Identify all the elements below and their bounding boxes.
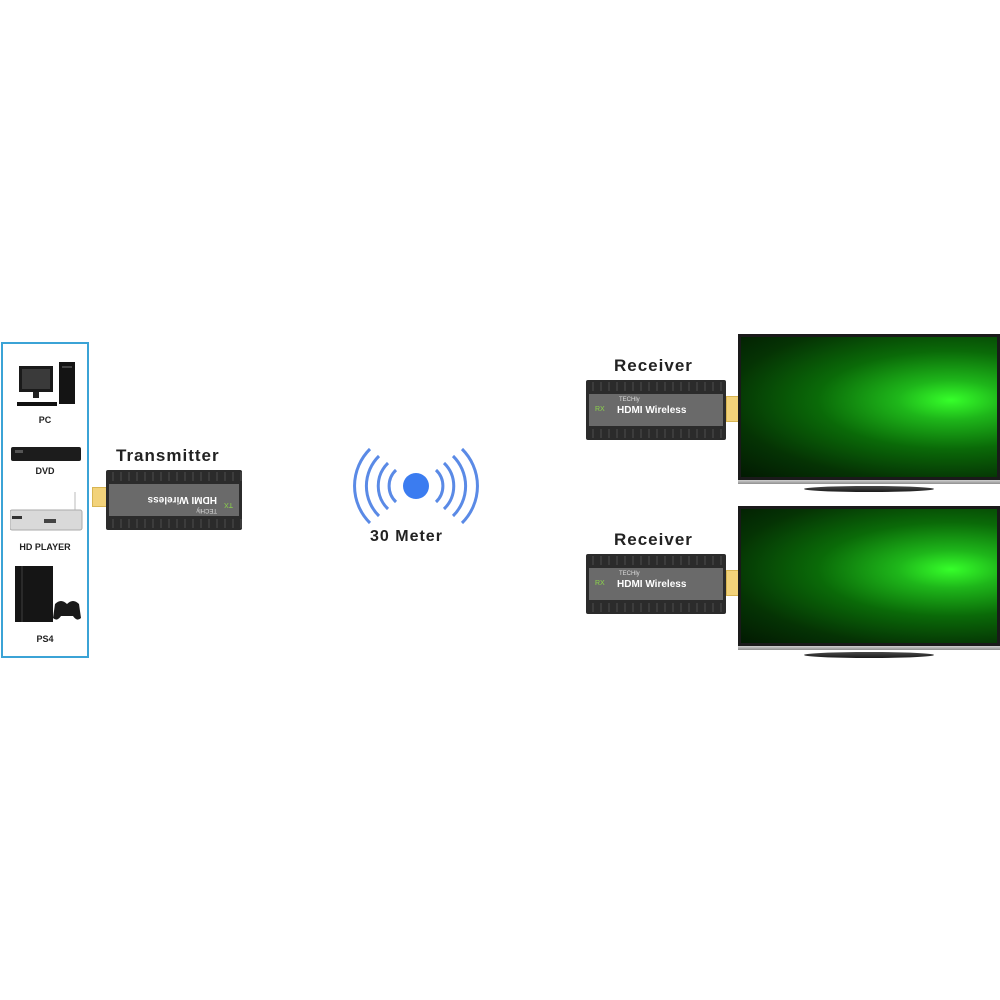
- desktop-pc-icon: [17, 362, 75, 406]
- receiver-1-title: Receiver: [614, 356, 693, 375]
- receiver-1-brand: TECHly: [619, 397, 640, 403]
- source-label-ps4: PS4: [36, 634, 54, 644]
- tv-1-bezel: [738, 480, 1000, 484]
- tv-2-stand: [804, 652, 934, 658]
- receiver-1-code: RX: [595, 406, 605, 413]
- receiver-2-title: Receiver: [614, 530, 693, 549]
- transmitter-code: TX: [224, 501, 233, 508]
- receiver-2-brand: TECHly: [619, 571, 640, 577]
- tv-1-stand: [804, 486, 934, 492]
- tv-2-bezel: [738, 646, 1000, 650]
- transmitter-title: Transmitter: [116, 446, 220, 465]
- source-label-hd-player: HD PLAYER: [19, 542, 71, 552]
- tv-2: [738, 506, 1000, 672]
- receiver-1-dongle: RX TECHly HDMI Wireless: [586, 380, 726, 440]
- source-label-dvd: DVD: [35, 466, 55, 476]
- media-player-box-icon: [10, 492, 83, 531]
- tv-2-screen: [738, 506, 1000, 646]
- transmitter-product: HDMI Wireless: [147, 494, 217, 505]
- transmitter-dongle: TX TECHly HDMI Wireless: [106, 470, 242, 530]
- source-label-pc: PC: [38, 415, 52, 425]
- tv-1: [738, 334, 1000, 500]
- transmitter-brand: TECHly: [196, 507, 217, 513]
- dvd-player-icon: [11, 447, 81, 461]
- receiver-1-product: HDMI Wireless: [617, 405, 687, 416]
- receiver-2-code: RX: [595, 580, 605, 587]
- tv-1-screen: [738, 334, 1000, 480]
- source-devices-panel: PC DVD HD PLAYER PS4: [1, 342, 89, 658]
- receiver-2-product: HDMI Wireless: [617, 579, 687, 590]
- game-console-icon: [15, 566, 81, 622]
- wireless-signal-icon: [353, 447, 479, 525]
- receiver-2-dongle: RX TECHly HDMI Wireless: [586, 554, 726, 614]
- range-label: 30 Meter: [370, 528, 443, 545]
